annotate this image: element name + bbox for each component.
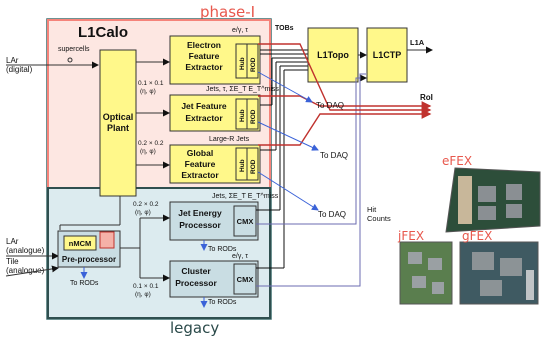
efex-rod: ROD [250, 57, 257, 72]
efex-to-daq: To DAQ [316, 101, 344, 110]
efex-photo-label: eFEX [442, 154, 472, 168]
gfex-label-3: Extractor [181, 170, 219, 180]
optical-plant-label-2: Plant [107, 123, 129, 133]
jfex-hub: Hub [239, 109, 246, 122]
cp-gran-2: (η, φ) [135, 291, 151, 298]
cp-label-1: Cluster [181, 266, 211, 276]
jep-gran-1: 0.2 × 0.2 [133, 201, 159, 208]
roi-label: RoI [420, 93, 433, 102]
l1ctp-label: L1CTP [373, 50, 402, 60]
lar-analogue-label-2: (analogue) [6, 246, 45, 255]
jfex-gran-1: 0.2 × 0.2 [138, 140, 164, 147]
cp-label-2: Processor [175, 278, 217, 288]
jfex-photo-label: jFEX [397, 229, 424, 243]
cp-to-rods: To RODs [208, 299, 237, 306]
jfex-to-daq: To DAQ [320, 151, 348, 160]
efex-gran-1: 0.1 × 0.1 [138, 80, 164, 87]
tobs-label: TOBs [275, 25, 294, 32]
lar-digital-label-2: (digital) [6, 65, 33, 74]
jfex-photo [400, 242, 452, 304]
lar-analogue-label-1: LAr [6, 237, 19, 246]
jfex-label-1: Jet Feature [181, 101, 227, 111]
nmcm-label: nMCM [69, 239, 92, 248]
jep-label-2: Processor [179, 220, 221, 230]
gfex-photo [460, 242, 538, 304]
efex-label-3: Extractor [185, 62, 223, 72]
jep-gran-2: (η, φ) [135, 209, 151, 216]
jep-output-label: Jets, ΣE_T E_T^miss [212, 193, 279, 200]
optical-plant-label-1: Optical [103, 112, 134, 122]
hit-counts-label-1: Hit [367, 205, 377, 214]
jfex-gran-2: (η, φ) [140, 148, 156, 155]
gfex-rod: ROD [250, 159, 257, 174]
supercells-label: supercells [58, 46, 90, 53]
pp-to-rods: To RODs [70, 280, 99, 287]
efex-gran-2: (η, φ) [140, 88, 156, 95]
cp-cmx: CMX [237, 275, 254, 284]
jep-label-1: Jet Energy [178, 208, 222, 218]
efex-label-2: Feature [189, 51, 220, 61]
jep-cmx: CMX [237, 217, 254, 226]
hit-counts-label-2: Counts [367, 214, 391, 223]
gfex-hub: Hub [239, 159, 246, 172]
gfex-to-daq: To DAQ [318, 210, 346, 219]
jep-to-rods: To RODs [208, 246, 237, 253]
gfex-label-2: Feature [185, 159, 216, 169]
jfex-label-2: Extractor [185, 113, 223, 123]
jfex-output-label: Jets, τ, ΣE_T E_T^miss [206, 86, 279, 93]
efex-label-1: Electron [187, 40, 221, 50]
l1calo-title: L1Calo [78, 24, 128, 41]
gfex-photo-label: gFEX [462, 229, 492, 243]
efex-output-label: e/γ, τ [232, 27, 248, 34]
cp-output-label: e/γ, τ [232, 253, 248, 260]
legacy-annotation: legacy [170, 319, 219, 337]
gfex-output-label: Large-R Jets [209, 136, 250, 143]
l1topo-label: L1Topo [317, 50, 349, 60]
efex-hub: Hub [239, 57, 246, 70]
cp-gran-1: 0.1 × 0.1 [133, 283, 159, 290]
preprocessor-label: Pre-processor [62, 255, 116, 264]
tile-analogue-label-1: Tile [6, 257, 19, 266]
gfex-label-1: Global [187, 148, 213, 158]
l1a-label: L1A [410, 38, 425, 47]
lar-digital-label-1: LAr [6, 56, 19, 65]
jfex-rod: ROD [250, 109, 257, 124]
efex-photo [446, 168, 540, 232]
